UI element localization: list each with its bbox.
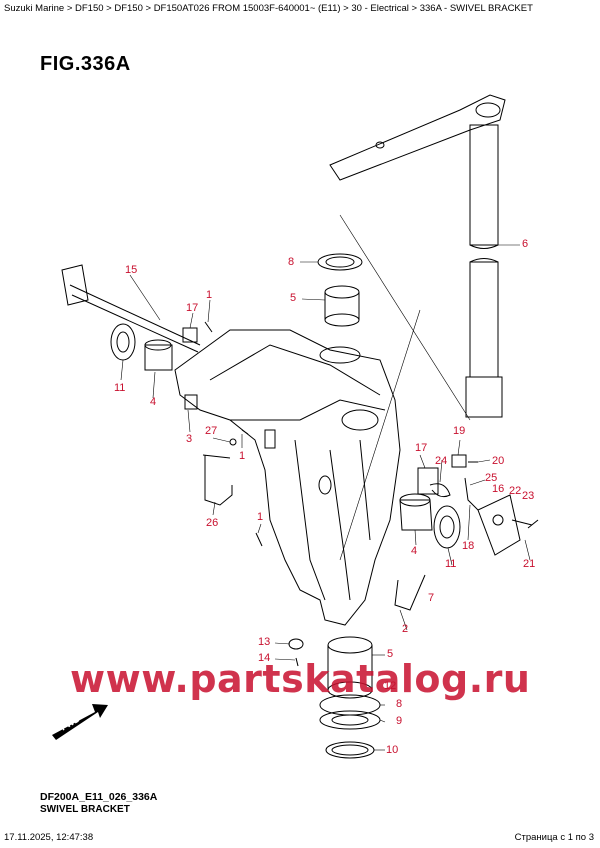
footer-timestamp: 17.11.2025, 12:47:38 (4, 832, 94, 843)
diagram-code: DF200A_E11_026_336A (40, 791, 158, 803)
callout-26[interactable]: 26 (206, 517, 219, 529)
wire-26 (202, 454, 233, 506)
callout-1[interactable]: 1 (239, 450, 246, 462)
callout-7[interactable]: 7 (428, 592, 435, 604)
callout-14[interactable]: 14 (258, 652, 271, 664)
callout-17[interactable]: 17 (415, 442, 428, 454)
callout-3[interactable]: 3 (186, 433, 193, 445)
callout-15[interactable]: 15 (125, 264, 138, 276)
callout-6[interactable]: 6 (522, 238, 529, 250)
callout-11[interactable]: 11 (445, 558, 457, 570)
callout-11[interactable]: 11 (114, 382, 126, 394)
callout-20[interactable]: 20 (492, 455, 505, 467)
figure-title: FIG.336A (40, 53, 131, 75)
callout-19[interactable]: 19 (453, 425, 466, 437)
steering-arm (329, 94, 506, 181)
callout-10[interactable]: 10 (386, 744, 399, 756)
tilt-tube (69, 284, 201, 353)
callout-23[interactable]: 23 (522, 490, 535, 502)
callout-27[interactable]: 27 (205, 425, 218, 437)
callout-4[interactable]: 4 (150, 396, 157, 408)
fwd-arrow-icon (52, 704, 108, 740)
callout-17[interactable]: 17 (186, 302, 199, 314)
callout-9[interactable]: 9 (396, 715, 403, 727)
callout-5[interactable]: 5 (290, 292, 297, 304)
callout-8[interactable]: 8 (288, 256, 295, 268)
ring-8-top (317, 253, 363, 271)
callout-8[interactable]: 8 (396, 698, 403, 710)
callout-5[interactable]: 5 (387, 648, 394, 660)
callout-12[interactable]: 12 (384, 680, 397, 692)
washer-11-left (110, 323, 136, 361)
callout-13[interactable]: 13 (258, 636, 271, 648)
bushing-4-right (399, 499, 433, 531)
snap-ring-10 (325, 741, 375, 759)
callout-16[interactable]: 16 (492, 483, 505, 495)
pilot-shaft (469, 124, 499, 246)
callout-2[interactable]: 2 (402, 623, 409, 635)
callout-1[interactable]: 1 (257, 511, 264, 523)
callout-25[interactable]: 25 (485, 472, 498, 484)
callout-21[interactable]: 21 (523, 558, 536, 570)
footer-page: Страница с 1 по 3 (514, 832, 594, 843)
callout-24[interactable]: 24 (435, 455, 448, 467)
watermark: www.partskatalog.ru (70, 657, 531, 701)
diagram-name: SWIVEL BRACKET (40, 804, 130, 815)
callout-18[interactable]: 18 (462, 540, 475, 552)
callout-22[interactable]: 22 (509, 485, 522, 497)
wire-7 (394, 574, 426, 611)
trim-sender-bracket (477, 494, 521, 556)
callout-1[interactable]: 1 (206, 289, 213, 301)
callout-4[interactable]: 4 (411, 545, 418, 557)
breadcrumb: Suzuki Marine > DF150 > DF150 > DF150AT0… (4, 3, 533, 14)
